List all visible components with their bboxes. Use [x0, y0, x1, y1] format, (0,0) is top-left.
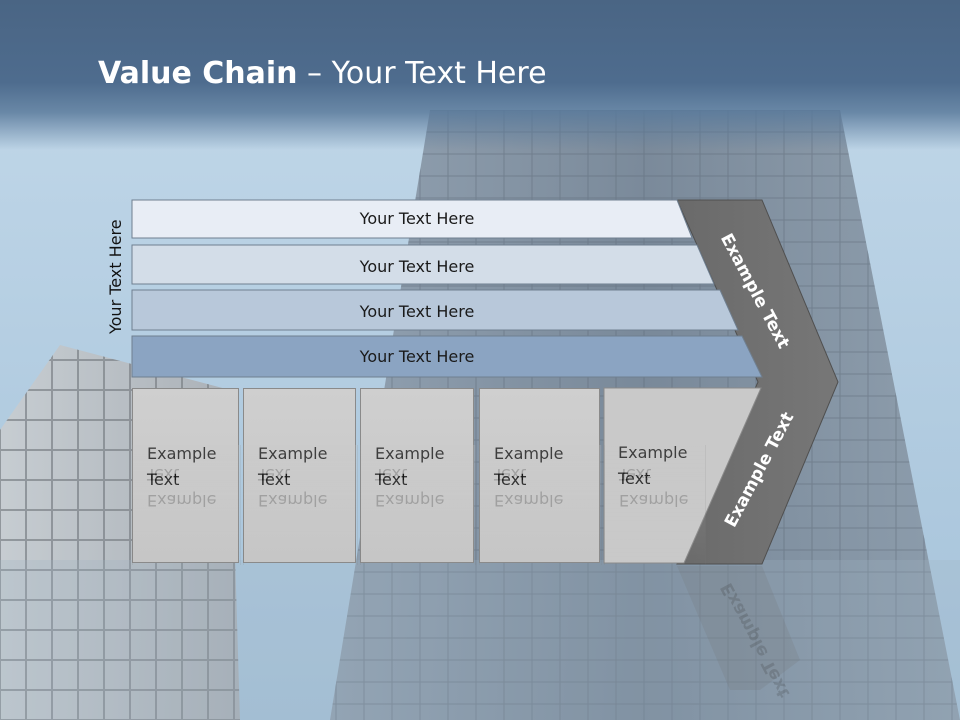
box-1-reflection-line2: Text	[147, 465, 180, 484]
box-4-reflection-line2: Text	[494, 465, 527, 484]
box-1-line2: Text	[147, 470, 180, 489]
box-4-reflection-line1: Example	[494, 491, 564, 510]
title-rest-part: – Your Text Here	[297, 56, 547, 91]
box-4-line2: Text	[494, 470, 527, 489]
bar-1-label: Your Text Here	[359, 209, 475, 228]
box-5-reflection-line2: Text	[619, 465, 652, 484]
box-3-reflection-text: Example Text	[375, 461, 444, 513]
box-2-line1: Example	[258, 444, 328, 463]
title-bold-part: Value Chain	[98, 56, 298, 91]
bar-4[interactable]	[131, 335, 763, 378]
bar-3-label: Your Text Here	[359, 302, 475, 321]
box-3-reflection-line1: Example	[375, 491, 445, 510]
box-5-line2: Text	[618, 469, 651, 488]
box-5-reflection-line1: Example	[619, 491, 689, 510]
box-4-line1: Example	[494, 444, 564, 463]
box-3-line1: Example	[375, 444, 445, 463]
box-1-reflection-line1: Example	[147, 491, 217, 510]
box-2-reflection-text: Example Text	[258, 461, 327, 513]
bar-1[interactable]	[131, 199, 693, 239]
box-2-reflection-line1: Example	[258, 491, 328, 510]
box-5-reflection-text: Example Text	[619, 461, 688, 513]
bar-4-label: Your Text Here	[359, 347, 475, 366]
box-5-shape[interactable]	[603, 387, 762, 564]
slide-title: Value Chain – Your Text Here	[98, 52, 547, 96]
arrow-reflection	[677, 566, 800, 690]
box-1-reflection-text: Example Text	[147, 461, 216, 513]
box-5-line1: Example	[618, 443, 688, 462]
value-chain-arrow[interactable]	[676, 199, 839, 565]
box-3-line2: Text	[375, 470, 408, 489]
bar-2-label: Your Text Here	[359, 257, 475, 276]
bar-2[interactable]	[131, 244, 715, 285]
box-3-reflection-line2: Text	[375, 465, 408, 484]
box-4-reflection-text: Example Text	[494, 461, 563, 513]
box-2-reflection-line2: Text	[258, 465, 291, 484]
title-banner	[0, 0, 960, 150]
box-1-line1: Example	[147, 444, 217, 463]
box-2-line2: Text	[258, 470, 291, 489]
bar-3[interactable]	[131, 289, 739, 331]
